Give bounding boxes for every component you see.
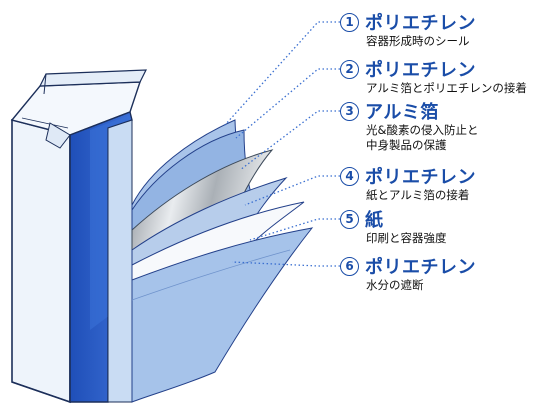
layer-name-5: 紙 [365, 210, 384, 231]
leader-line-2 [235, 68, 340, 139]
layer-6-sheet [131, 227, 314, 403]
layer-description-4: 紙とアルミ箔の接着 [366, 188, 470, 202]
carton-side-face [11, 118, 71, 404]
layer-name-4: ポリエチレン [365, 167, 476, 188]
leader-line-1 [224, 21, 340, 126]
layer-number-3: 3 [340, 101, 359, 121]
layer-label-6: 6 ポリエチレン 水分の遮断 [340, 254, 476, 293]
layer-label-3: 3 アルミ箔 光&酸素の侵入防止と 中身製品の保護 [340, 99, 478, 153]
carton-box [10, 69, 147, 404]
layer-number-1: 1 [340, 12, 359, 32]
peeled-layers [131, 119, 314, 403]
layer-label-1: 1 ポリエチレン 容器形成時のシール [340, 10, 476, 49]
layer-label-2: 2 ポリエチレン アルミ箔とポリエチレンの接着 [340, 57, 527, 96]
layer-description-1: 容器形成時のシール [366, 34, 470, 48]
carton-top-fin [39, 69, 147, 87]
layer-number-2: 2 [340, 59, 359, 79]
layer-number-4: 4 [340, 166, 359, 186]
layer-label-5: 5 紙 印刷と容器強度 [340, 207, 447, 246]
leader-line-5 [249, 218, 340, 241]
layer-number-6: 6 [340, 256, 359, 276]
layer-name-6: ポリエチレン [365, 257, 476, 278]
layer-description-3b: 中身製品の保護 [366, 138, 447, 152]
layer-name-3: アルミ箔 [365, 102, 439, 123]
layer-name-2: ポリエチレン [365, 60, 476, 81]
layer-description-3a: 光&酸素の侵入防止と [366, 123, 479, 137]
layer-description-5: 印刷と容器強度 [366, 231, 447, 245]
layer-description-6: 水分の遮断 [366, 278, 424, 292]
layer-name-1: ポリエチレン [365, 13, 476, 34]
layer-number-5: 5 [340, 209, 359, 229]
layer-description-2: アルミ箔とポリエチレンの接着 [366, 81, 527, 95]
layer-label-4: 4 ポリエチレン 紙とアルミ箔の接着 [340, 164, 476, 203]
leader-lines [224, 21, 340, 267]
